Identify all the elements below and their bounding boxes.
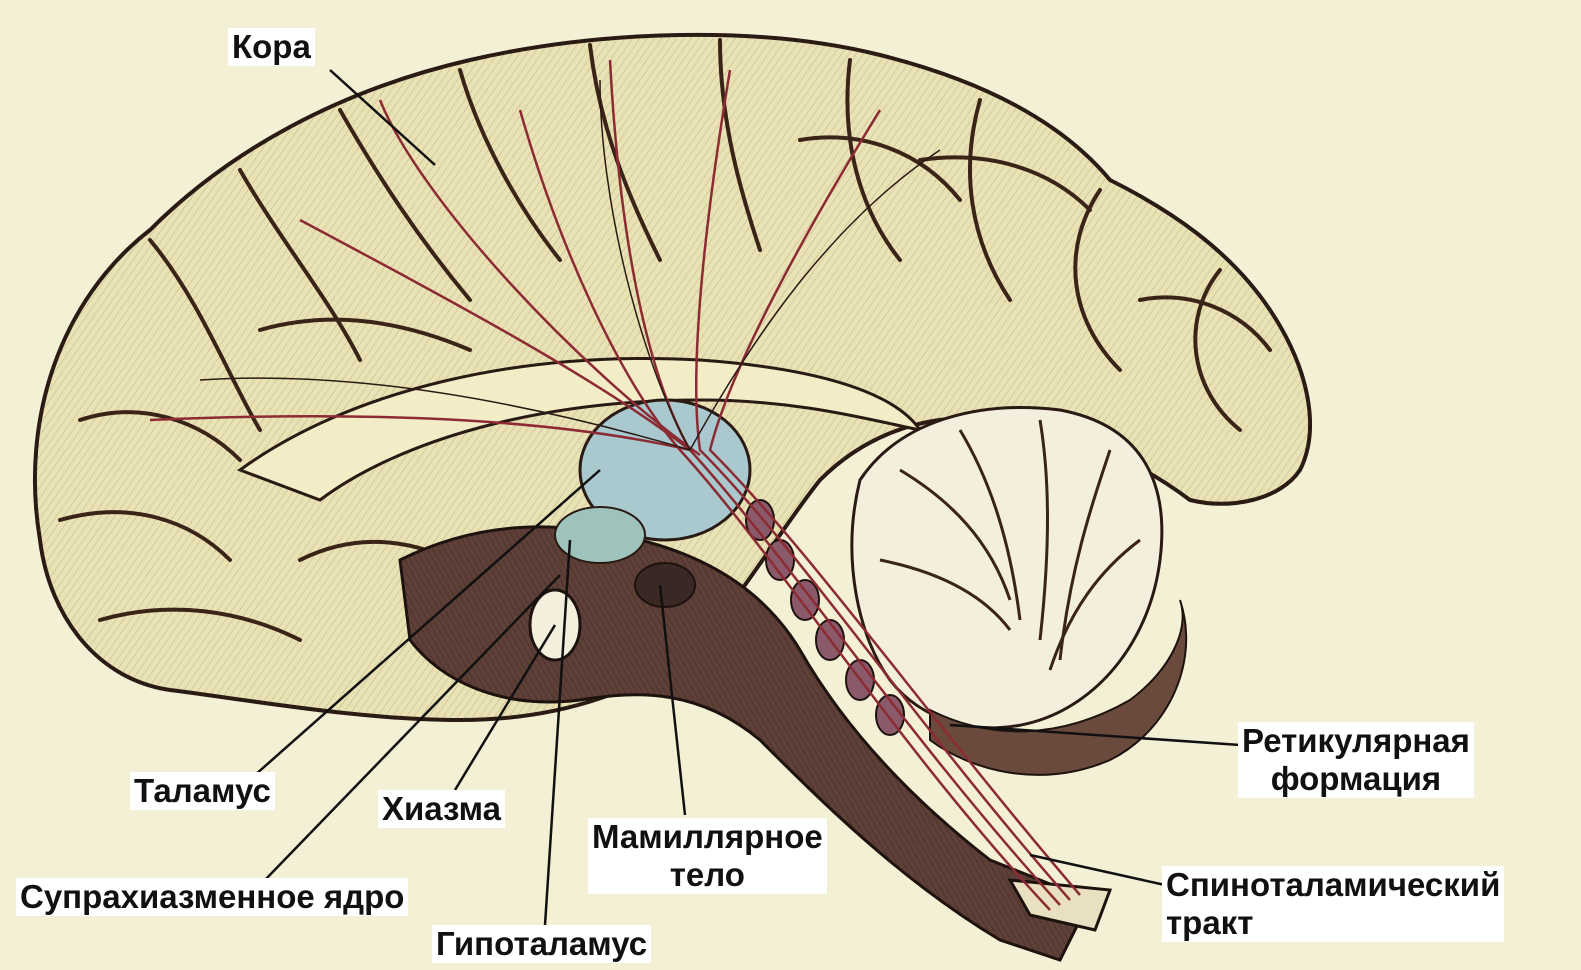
label-reticular-formation: Ретикулярная формация [1238, 722, 1474, 798]
label-hypothalamus: Гипоталамус [432, 925, 651, 963]
label-spinothalamic-line2: тракт [1166, 904, 1500, 942]
label-reticular-line2: формация [1242, 760, 1470, 798]
label-chiasm: Хиазма [378, 790, 505, 828]
label-mammillary-line1: Мамиллярное [592, 818, 823, 856]
label-spinothalamic-line1: Спиноталамический [1166, 866, 1500, 904]
label-suprachiasmatic-nucleus: Супрахиазменное ядро [16, 878, 408, 916]
label-spinothalamic-tract: Спиноталамический тракт [1162, 866, 1504, 942]
label-thalamus: Таламус [130, 772, 275, 810]
label-mammillary-line2: тело [592, 856, 823, 894]
mammillary-body [635, 563, 695, 607]
label-reticular-line1: Ретикулярная [1242, 722, 1470, 760]
label-cortex: Кора [228, 28, 315, 66]
label-mammillary-body: Мамиллярное тело [588, 818, 827, 894]
